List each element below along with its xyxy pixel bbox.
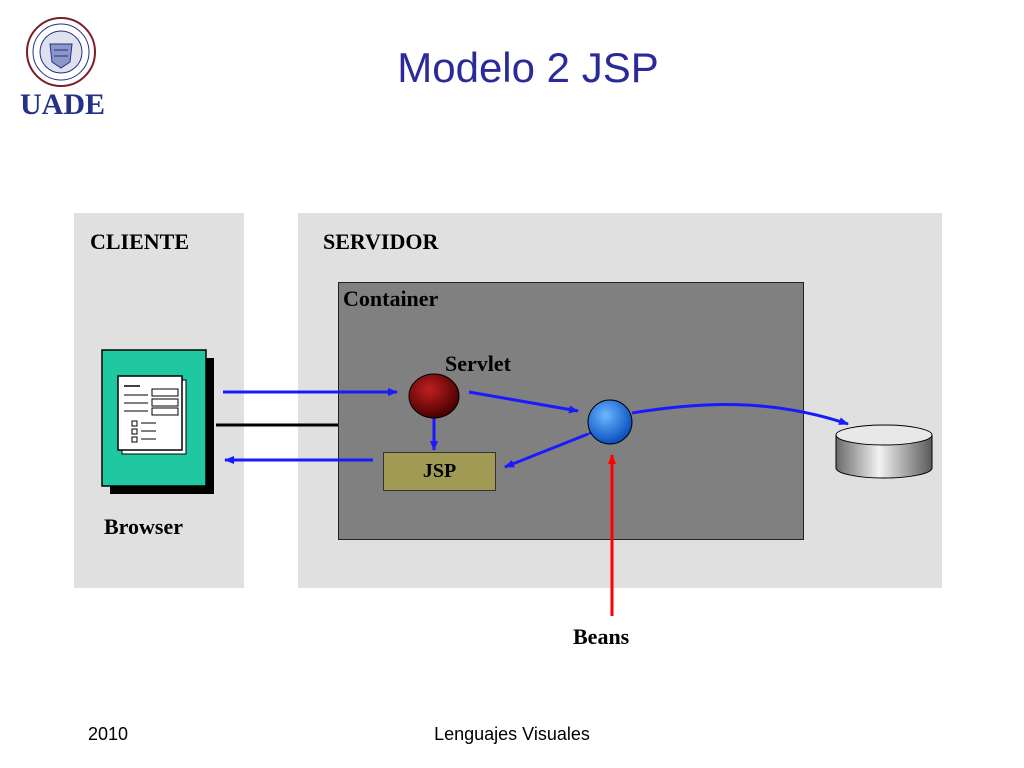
bean-to-database-arrow [631, 403, 849, 426]
beans-label: Beans [573, 624, 630, 649]
uade-logo: UADE [20, 14, 106, 124]
servidor-label: SERVIDOR [323, 229, 439, 254]
bean-node [587, 399, 633, 445]
logo-text: UADE [20, 88, 106, 121]
footer-course: Lenguajes Visuales [434, 724, 590, 744]
bean-jsp-arrow [504, 426, 598, 469]
servlet-label: Servlet [445, 351, 511, 376]
database-icon [835, 424, 933, 479]
browser-label: Browser [104, 514, 184, 539]
servlet-node [408, 373, 460, 419]
jsp-box: JSP [383, 452, 496, 491]
slide-title: Modelo 2 JSP [397, 44, 659, 91]
jsp-label: JSP [422, 460, 457, 482]
browser-icon [101, 349, 214, 494]
university-seal-icon [26, 17, 96, 87]
container-label: Container [343, 286, 439, 311]
footer-year: 2010 [88, 724, 129, 744]
servlet-to-bean-arrow [468, 390, 579, 414]
cliente-label: CLIENTE [90, 229, 190, 254]
